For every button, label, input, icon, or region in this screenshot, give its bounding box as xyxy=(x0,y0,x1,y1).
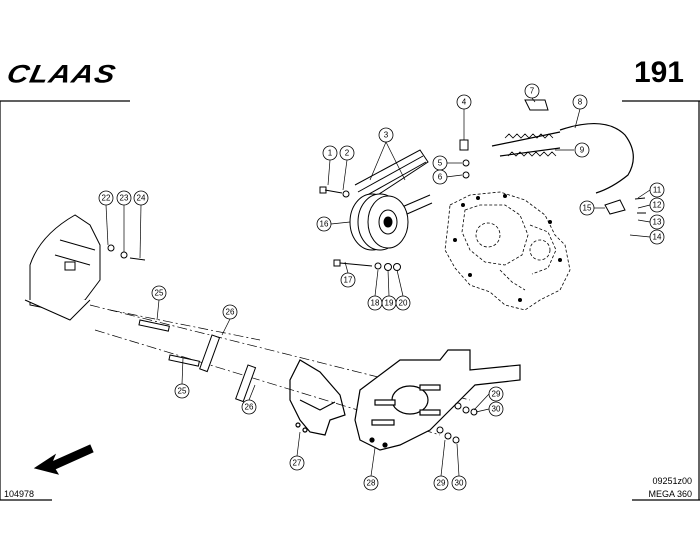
callout-12: 12 xyxy=(649,197,665,213)
svg-text:16: 16 xyxy=(320,220,329,229)
gearbox-bolts xyxy=(453,194,562,302)
callout-20: 20 xyxy=(395,295,411,311)
svg-text:7: 7 xyxy=(530,87,535,96)
svg-text:6: 6 xyxy=(438,173,443,182)
svg-text:9: 9 xyxy=(580,146,585,155)
svg-text:25: 25 xyxy=(178,387,187,396)
direction-arrow xyxy=(33,444,94,475)
svg-text:15: 15 xyxy=(583,204,592,213)
callout-2: 2 xyxy=(339,145,355,161)
svg-text:17: 17 xyxy=(344,276,353,285)
svg-text:28: 28 xyxy=(367,479,376,488)
support-frame xyxy=(289,359,346,436)
mounting-bracket-fasteners xyxy=(107,244,146,261)
svg-text:30: 30 xyxy=(455,479,464,488)
spacer-tubes xyxy=(138,319,257,403)
svg-text:27: 27 xyxy=(293,459,302,468)
model-name: MEGA 360 xyxy=(648,489,692,499)
callout-29-lower: 29 xyxy=(433,475,449,491)
svg-text:12: 12 xyxy=(653,201,662,210)
pulley-fasteners xyxy=(319,186,401,271)
page-number: 191 xyxy=(633,56,684,89)
callout-5: 5 xyxy=(432,155,448,171)
callout-6: 6 xyxy=(432,169,448,185)
cable-springs xyxy=(504,133,557,157)
callout-26-lower: 26 xyxy=(241,399,257,415)
svg-text:11: 11 xyxy=(653,186,662,195)
callout-24: 24 xyxy=(133,190,149,206)
callout-18: 18 xyxy=(367,295,383,311)
callout-23: 23 xyxy=(116,190,132,206)
callout-4: 4 xyxy=(456,94,472,110)
callout-30-upper: 30 xyxy=(488,401,504,417)
callout-22: 22 xyxy=(98,190,114,206)
callout-8: 8 xyxy=(572,94,588,110)
svg-text:5: 5 xyxy=(438,159,443,168)
svg-text:3: 3 xyxy=(384,131,389,140)
mounting-bracket xyxy=(24,214,101,321)
pulley xyxy=(349,193,409,251)
callout-3: 3 xyxy=(378,127,394,143)
callout-leaders xyxy=(105,97,651,477)
svg-text:25: 25 xyxy=(155,289,164,298)
callout-9: 9 xyxy=(574,142,590,158)
callout-7: 7 xyxy=(524,83,540,99)
callout-29-upper: 29 xyxy=(488,386,504,402)
svg-text:29: 29 xyxy=(437,479,446,488)
callout-13: 13 xyxy=(649,214,665,230)
callout-27: 27 xyxy=(289,455,305,471)
svg-text:26: 26 xyxy=(245,403,254,412)
svg-text:8: 8 xyxy=(578,98,583,107)
cable-joint xyxy=(459,139,470,179)
callout-1: 1 xyxy=(322,145,338,161)
svg-text:14: 14 xyxy=(653,233,662,242)
sheet-frame xyxy=(0,100,700,501)
callout-26-upper: 26 xyxy=(222,304,238,320)
callout-14: 14 xyxy=(649,229,665,245)
callout-bubbles: 1 2 3 4 5 6 7 8 9 11 12 13 14 15 16 17 1… xyxy=(98,83,665,491)
svg-text:19: 19 xyxy=(385,299,394,308)
svg-text:1: 1 xyxy=(328,149,333,158)
svg-text:22: 22 xyxy=(102,194,111,203)
svg-text:29: 29 xyxy=(492,390,501,399)
callout-25-lower: 25 xyxy=(174,383,190,399)
svg-text:18: 18 xyxy=(371,299,380,308)
svg-text:26: 26 xyxy=(226,308,235,317)
svg-text:2: 2 xyxy=(345,149,350,158)
control-cable xyxy=(491,122,634,194)
svg-text:4: 4 xyxy=(462,98,467,107)
callout-25-upper: 25 xyxy=(151,285,167,301)
adapter-plate xyxy=(354,349,521,451)
claas-logo: CLAAS xyxy=(4,60,119,89)
svg-text:24: 24 xyxy=(137,194,146,203)
callout-17: 17 xyxy=(340,272,356,288)
svg-text:30: 30 xyxy=(492,405,501,414)
svg-text:13: 13 xyxy=(653,218,662,227)
callout-30-lower: 30 xyxy=(451,475,467,491)
cable-bracket xyxy=(524,99,646,215)
drawing-number: 104978 xyxy=(4,489,35,499)
gearbox-outline xyxy=(444,191,571,311)
svg-text:20: 20 xyxy=(399,299,408,308)
svg-text:23: 23 xyxy=(120,194,129,203)
callout-15: 15 xyxy=(579,200,595,216)
callout-19: 19 xyxy=(381,295,397,311)
callout-28: 28 xyxy=(363,475,379,491)
callout-16: 16 xyxy=(316,216,332,232)
callout-11: 11 xyxy=(649,182,665,198)
document-code: 09251z00 xyxy=(652,476,692,486)
